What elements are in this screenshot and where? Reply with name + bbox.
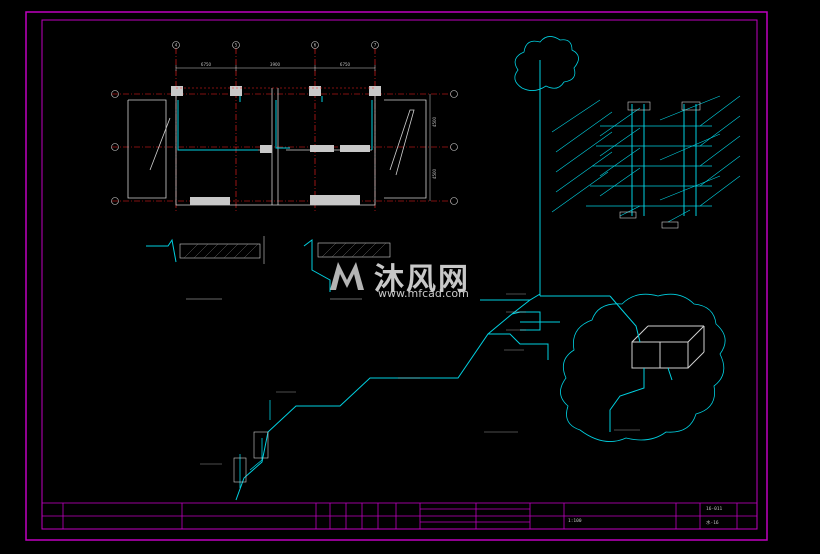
- title-project-number: 16-011: [706, 507, 723, 512]
- grid-axis-7: 7: [374, 43, 377, 48]
- title-sheet-number: 水-16: [706, 521, 719, 526]
- revision-cloud-bottom: [560, 293, 726, 442]
- grid-axis-5: 5: [235, 43, 238, 48]
- dim-top-1: 6750: [201, 62, 212, 67]
- title-block: [41, 502, 758, 530]
- watermark-url: www.mfcad.com: [378, 287, 469, 300]
- floor-plan: 4 5 6 7 6750 3900 6750 4500 4500: [111, 41, 458, 212]
- dim-top-3: 6750: [340, 62, 351, 67]
- dim-side-2: 4500: [432, 168, 437, 179]
- watermark: 沐风网 www.mfcad.com: [326, 254, 496, 300]
- dim-top-2: 3900: [270, 62, 281, 67]
- title-scale: 1:100: [568, 519, 582, 524]
- outer-frame: [25, 11, 768, 541]
- dim-side-1: 4500: [432, 116, 437, 127]
- section-details: [146, 236, 391, 300]
- isometric-piping: [233, 36, 741, 501]
- grid-axis-6: 6: [314, 43, 317, 48]
- watermark-brand: 沐风网: [374, 262, 470, 297]
- annotation-leaders: [200, 293, 640, 465]
- revision-cloud-top: [514, 36, 579, 91]
- mfcad-logo-icon: [330, 262, 364, 290]
- grid-axis-4: 4: [175, 43, 178, 48]
